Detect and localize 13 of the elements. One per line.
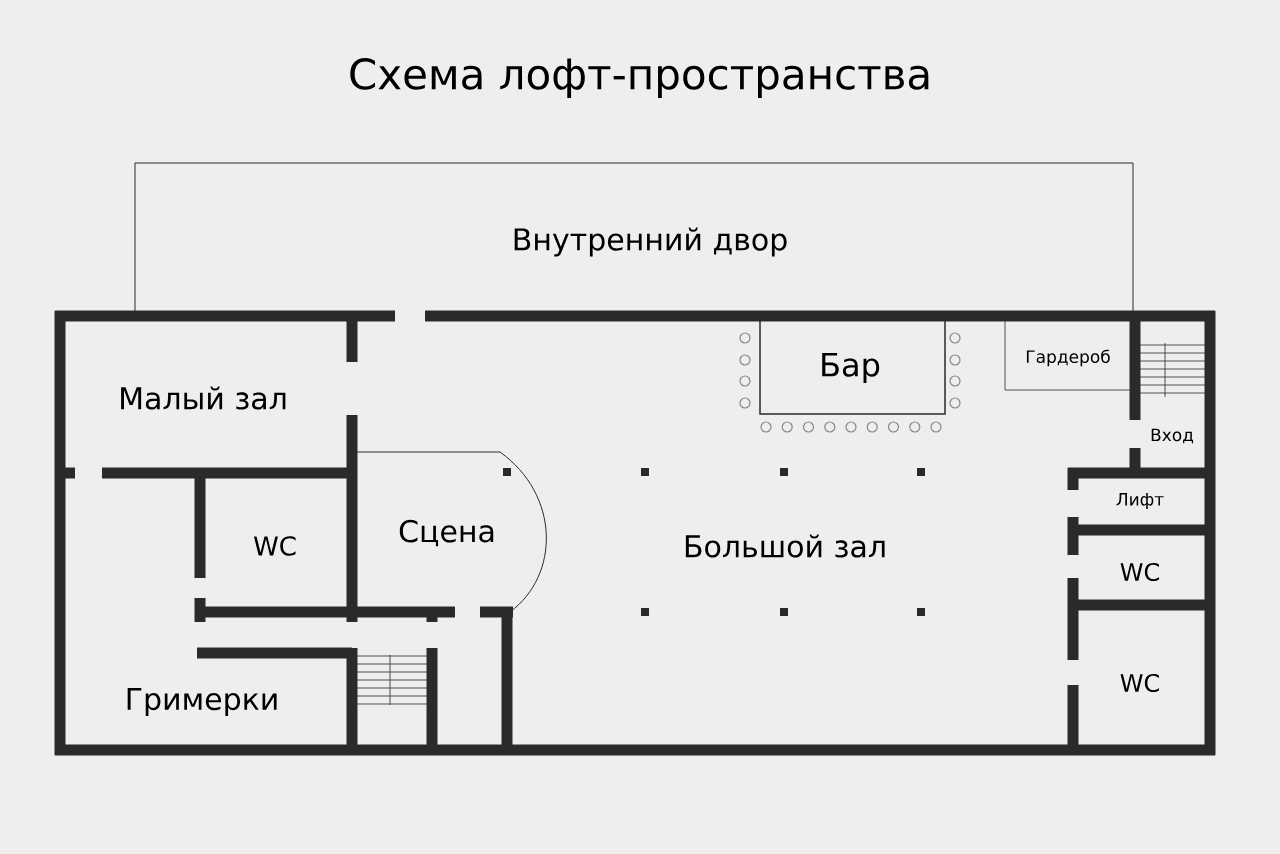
title: Схема лофт-пространства [350,58,929,98]
room-label: Вход [1151,428,1194,444]
room-label: WC [1120,673,1159,693]
courtyard-area: Внутренний двор [134,162,1134,313]
cloakroom-area: Гардероб [1004,319,1131,391]
bar-counter: Бар [759,319,946,415]
room-label: WC [253,536,296,556]
room-label: Гримерки [127,687,277,717]
room-label: Большой зал [685,534,885,558]
room-label: Малый зал [121,386,286,410]
stage-area: Сцена [356,451,547,613]
room-label: WC [1120,562,1159,582]
room-label: Лифт [1116,493,1164,509]
